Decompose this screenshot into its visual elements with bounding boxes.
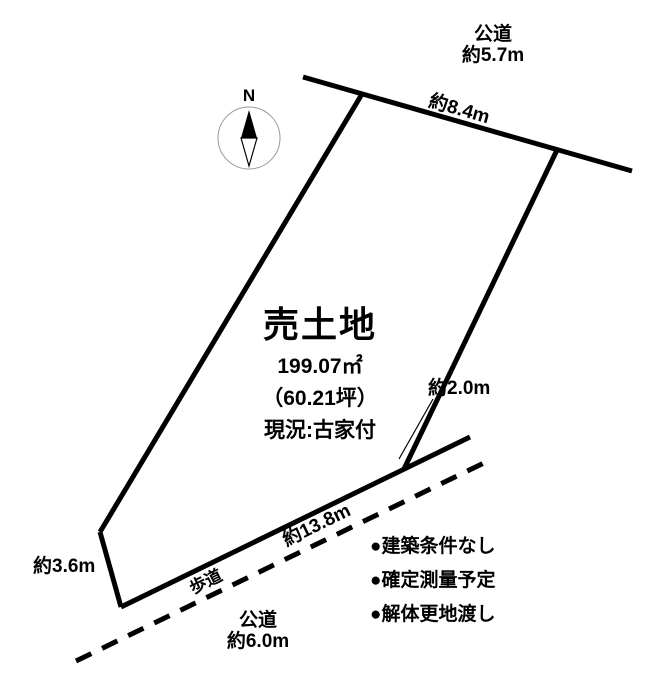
top-road-line xyxy=(302,74,633,174)
parcel-title: 売土地 xyxy=(262,304,377,345)
top-road-width-label: 約5.7m xyxy=(461,45,525,66)
bottom-road-width-label: 約6.0m xyxy=(226,631,290,652)
parcel-info-block: 売土地 199.07㎡ （60.21坪） 現況:古家付 xyxy=(262,296,378,444)
right-edge-dimension-label: 約2.0m xyxy=(428,378,491,399)
note-item: ●確定測量予定 xyxy=(370,570,496,591)
parcel-bottom-edge xyxy=(119,434,472,610)
dimension-leader-line xyxy=(398,398,434,460)
left-bottom-edge-dimension-label: 約3.6m xyxy=(33,556,96,577)
road-center-dashed-line xyxy=(74,456,494,664)
compass-needle-north xyxy=(241,110,257,138)
compass xyxy=(217,106,281,170)
bottom-road-name-label: 公道 xyxy=(238,610,278,631)
notes-list: ●建築条件なし ●確定測量予定 ●解体更地渡し xyxy=(370,531,495,633)
top-road-name-label: 公道 xyxy=(473,24,513,45)
parcel-left-edge xyxy=(97,92,365,534)
parcel-current-status: 現況:古家付 xyxy=(264,419,376,442)
compass-north-label: N xyxy=(242,86,256,105)
note-item: ●建築条件なし xyxy=(370,536,496,557)
parcel-right-edge xyxy=(401,148,560,471)
parcel-left-bottom-edge xyxy=(97,531,124,608)
parcel-area-tsubo: （60.21坪） xyxy=(262,387,378,410)
note-item: ●解体更地渡し xyxy=(370,604,496,625)
compass-needle-south xyxy=(240,137,258,169)
parcel-area-m2: 199.07㎡ xyxy=(277,355,363,378)
